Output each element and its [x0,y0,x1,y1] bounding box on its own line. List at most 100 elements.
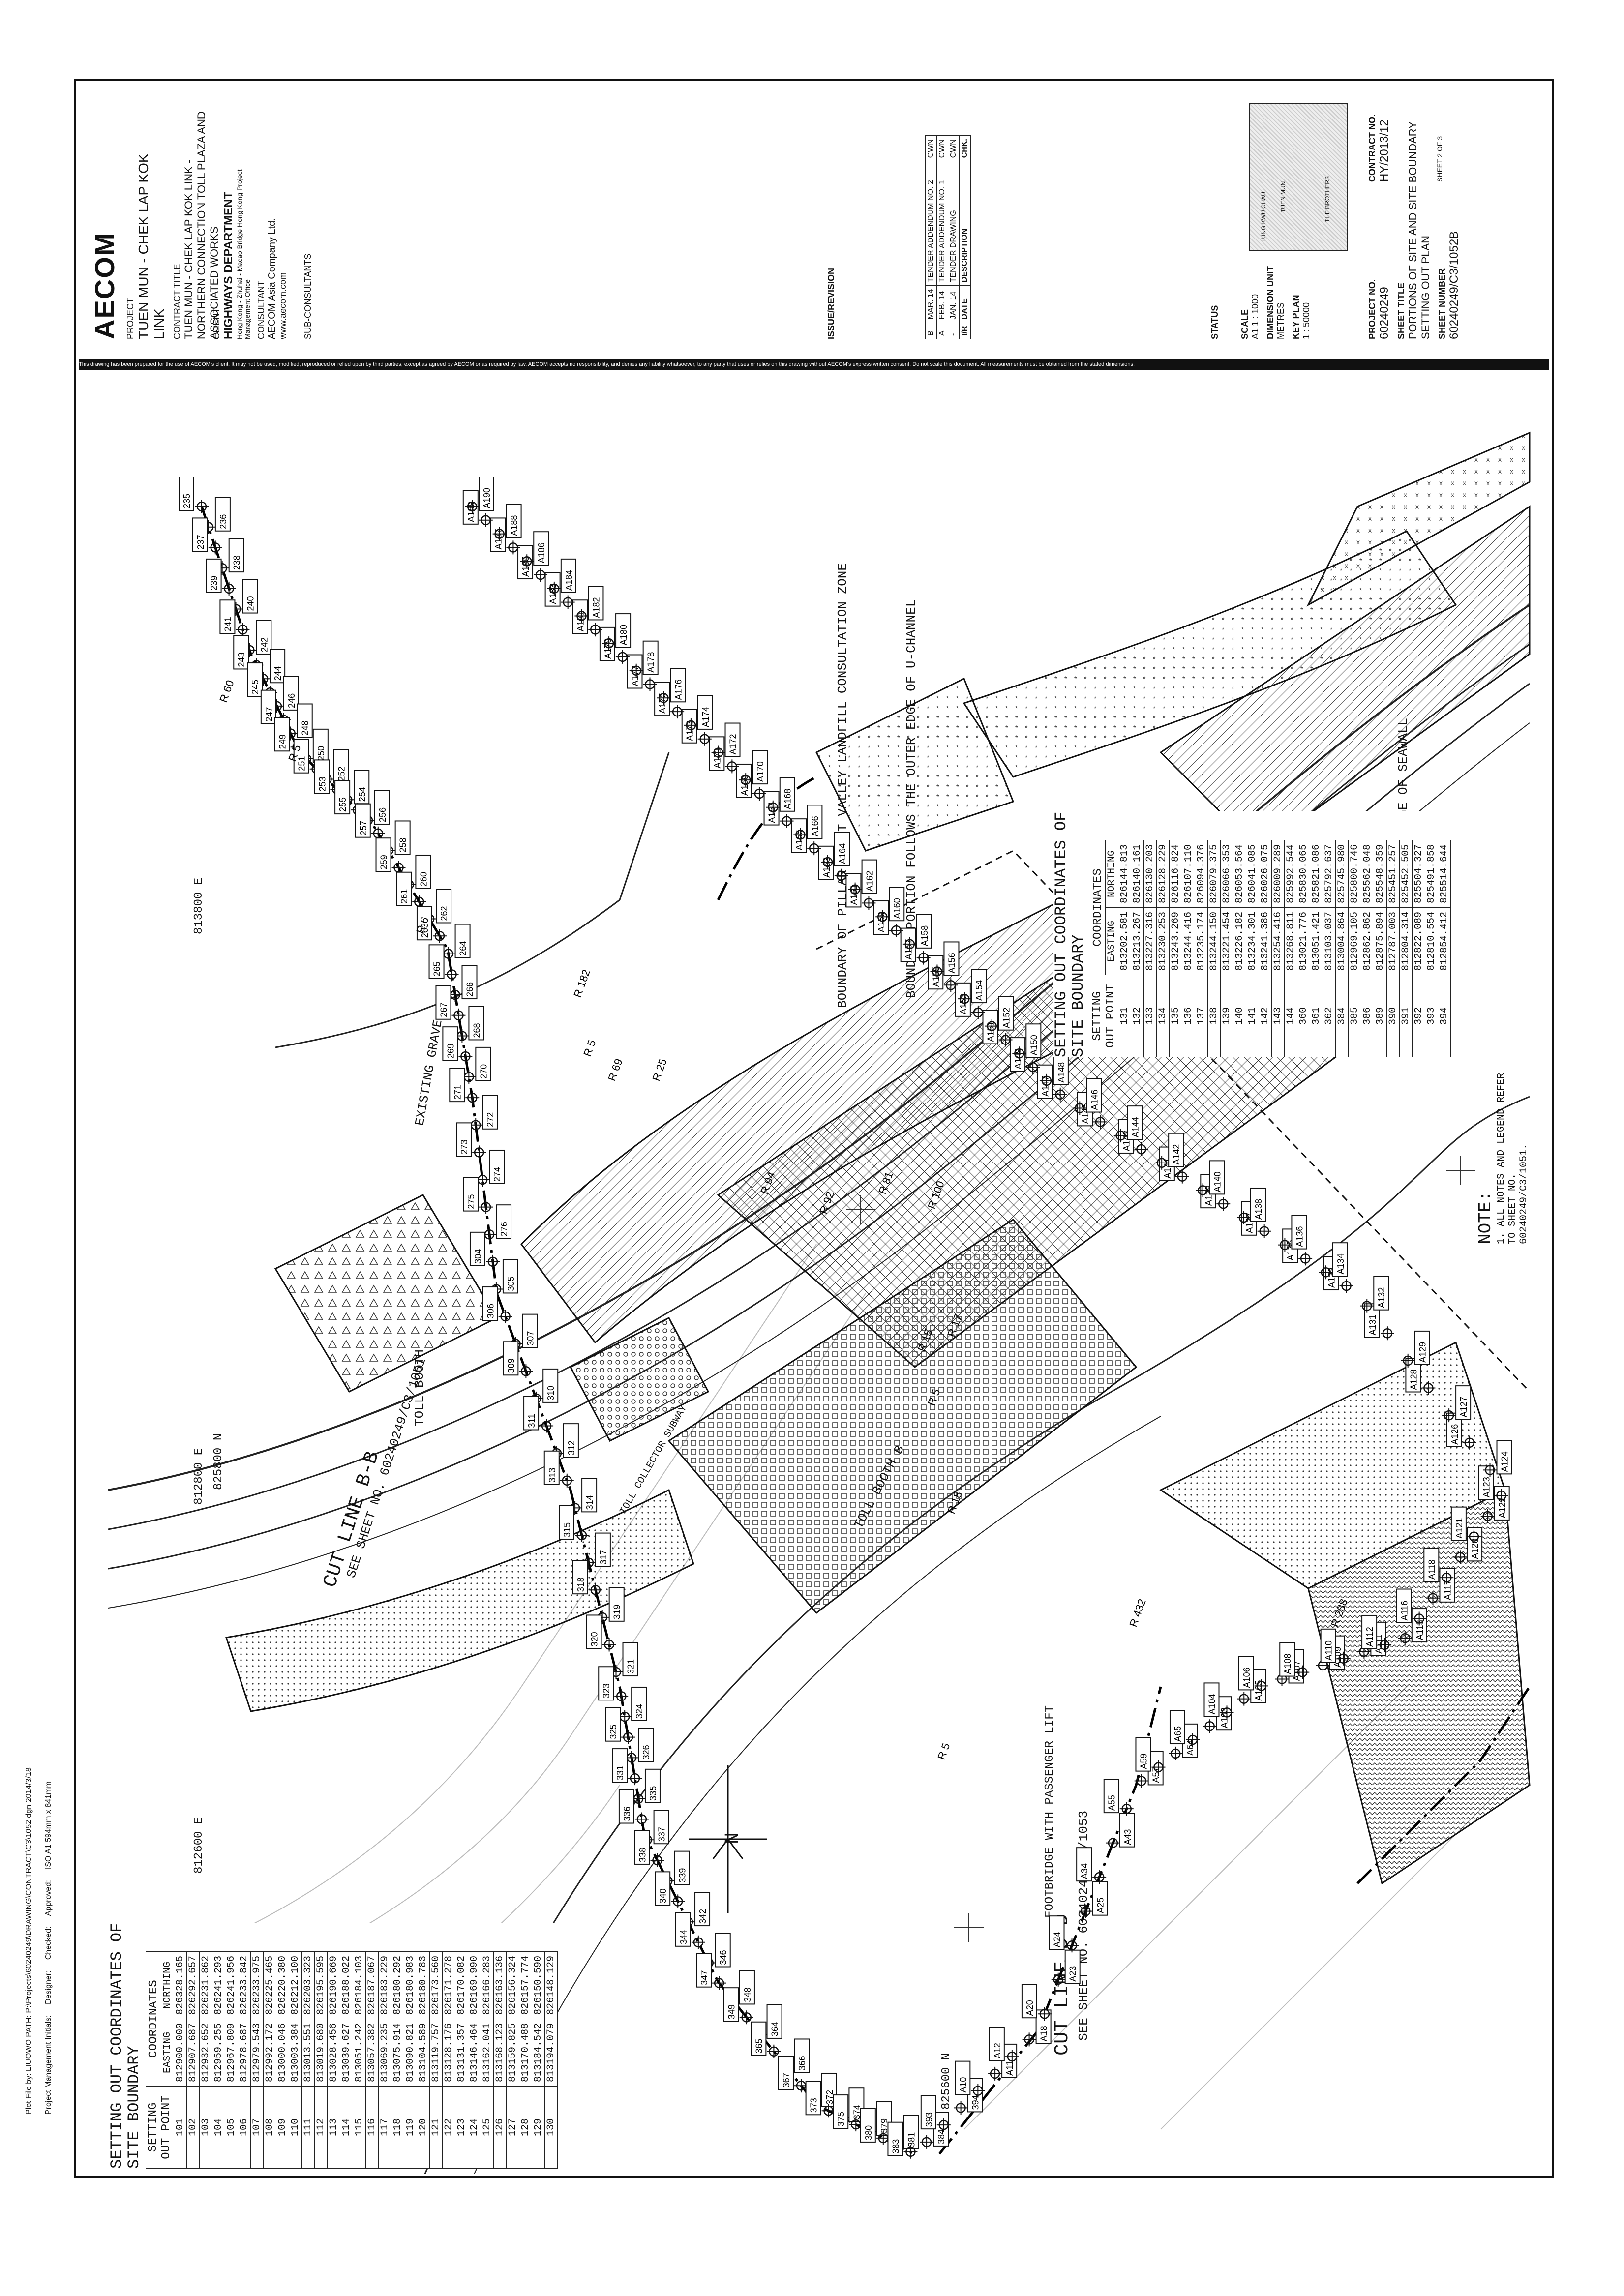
setting-out-point: 305 [489,1259,518,1296]
point-label: 253 [317,776,327,791]
point-label: 239 [210,576,219,591]
coord-cell: 826225.465 [263,1951,276,2019]
coord-cell: 812804.314 [1399,907,1413,975]
point-label-box [502,1259,518,1294]
setting-out-point: 309 [503,1341,533,1378]
point-label-box [503,1341,519,1376]
point-label: 319 [612,1605,622,1619]
point-label-box [1496,1440,1512,1475]
point-label: 263 [420,923,430,938]
revision-row: B MAR. 14 TENDER ADDENDUM NO. 2 CWN [925,135,937,339]
setting-out-point: 258 [381,820,411,858]
brand-logo: AECOM [89,232,120,339]
point-label-box [615,613,632,648]
point-label-box [697,695,713,730]
point-label-box [928,955,944,990]
coord-cell: 119 [404,2086,417,2169]
coord-cell: 825514.644 [1438,840,1451,908]
grid-label: 812800 E [192,1448,206,1505]
point-crosshair-icon [1175,1169,1189,1184]
point-label-box [542,1368,559,1403]
coord-cell: 813004.864 [1335,907,1349,975]
coord-cell: 137 [1195,975,1208,1057]
point-label-box [563,1423,579,1458]
keyplan-label-lungkwuchau: LUNG KWU CHAU [1260,191,1267,242]
grid-label: 825600 N [940,2053,953,2110]
coord-cell: 101 [174,2086,187,2169]
setting-out-point: A138 [1236,1187,1266,1224]
point-label-box [334,780,351,815]
point-label-box [766,2004,782,2039]
point-label: A154 [974,980,984,1001]
coord-cell: 133 [1143,975,1157,1057]
coord-cell: 825800.746 [1348,840,1361,908]
point-crosshair-icon [1257,1224,1271,1238]
point-label-box [375,837,391,872]
consultant-web: www.aecom.com [278,272,288,339]
coord-cell: 812967.809 [225,2019,238,2087]
coord-table-right-wrap: SETTING OUT COORDINATES OF SITE BOUNDARY… [1052,811,1451,1057]
col-point: SETTING OUT POINT [146,2086,174,2169]
point-label: A156 [947,953,957,973]
coord-cell: 813013.551 [301,2019,315,2087]
point-label-box [1119,1813,1135,1848]
coord-cell: 826041.085 [1246,840,1259,908]
coord-cell: 812979.543 [250,2019,264,2087]
point-label: 242 [259,637,269,652]
point-crosshair-icon [1169,1746,1183,1760]
coord-cell: 813146.464 [468,2019,481,2087]
grid-label: 812600 E [192,1817,206,1874]
point-label: 310 [546,1386,556,1401]
point-label-box [1169,1710,1185,1745]
point-label-box [482,1286,498,1321]
coord-cell: 825562.048 [1361,840,1374,908]
setting-out-point: 237 [192,517,222,555]
point-label-box [517,545,534,580]
point-label: 258 [398,837,408,852]
coord-cell: 826233.975 [250,1951,264,2019]
coord-cell: 360 [1297,975,1310,1057]
point-label-box [674,1850,690,1885]
setting-out-point: 314 [568,1478,598,1515]
point-label: 309 [506,1358,516,1373]
point-label: 235 [182,494,192,508]
point-label: A11 [1005,2060,1015,2076]
point-label-box [1455,1385,1472,1420]
point-label: 237 [196,535,206,549]
coord-cell: 135 [1169,975,1182,1057]
revision-block: ISSUE/REVISION B MAR. 14 TENDER ADDENDUM… [826,135,971,339]
setting-out-point: 373 [805,2081,836,2118]
setting-out-point: 347 [696,1953,726,1990]
status-scale-group: STATUS SCALE A1 1 : 1000 DIMENSION UNIT … [1210,266,1312,339]
point-crosshair-icon [920,2135,934,2149]
coord-cell: 813069.235 [378,2019,391,2087]
point-label-box [845,873,862,908]
point-label: A172 [728,734,738,754]
point-label-box [1076,1847,1092,1882]
point-label: 326 [641,1745,651,1759]
key-plan: TUEN MUN THE BROTHERS LUNG KWU CHAU [1249,103,1348,251]
setting-out-point: A23 [1051,1949,1081,1987]
point-crosshair-icon [615,650,630,664]
setting-out-point: 306 [482,1286,512,1324]
point-label: 243 [237,652,246,667]
setting-out-point: A158 [902,914,932,951]
point-crosshair-icon [1134,1142,1148,1156]
setting-out-point: A120 [1453,1527,1483,1564]
point-label-box [916,914,932,949]
point-label-box [1086,1078,1102,1113]
setting-out-point: A184 [547,558,576,596]
radius-label: R 25 [650,1057,669,1082]
setting-out-point: 264 [441,924,471,961]
